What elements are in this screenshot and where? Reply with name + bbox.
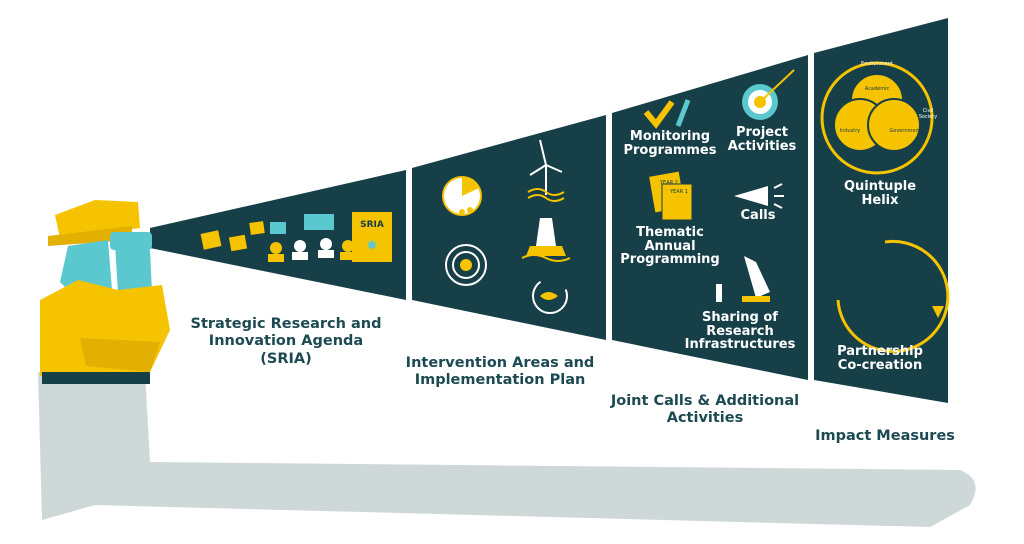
megaphone-icon (734, 183, 784, 209)
monitoring-programmes-label: Monitoring Programmes (623, 129, 717, 158)
sria-book-label: SRIA (360, 220, 384, 230)
helix-civil-label: Civil (923, 108, 934, 114)
thematic-programming-label: Thematic Annual Programming (620, 225, 720, 268)
helix-society-label: Society (919, 114, 937, 120)
intervention-icons (442, 139, 571, 314)
quintuple-helix-label: Quintuple Helix (843, 179, 917, 208)
helix-academic-label: Academic (865, 86, 890, 92)
project-activities-label: Project Activities (727, 125, 797, 154)
panel-sria-bg (150, 170, 406, 300)
calls-label: Calls (740, 208, 776, 223)
joint-calls-caption: Joint Calls & Additional Activities (610, 393, 800, 427)
panel-intervention-bg (412, 115, 606, 340)
impact-caption: Impact Measures (815, 428, 955, 444)
pencil-icon (675, 99, 691, 127)
sria-icons: SRIA ✸ (200, 212, 392, 262)
sonar-target-icon (445, 244, 487, 286)
partnership-cocreation-label: Partnership Co-creation (837, 344, 923, 373)
helix-outer-ring (820, 61, 934, 175)
target-icon (742, 69, 795, 120)
sria-book-icon (352, 212, 392, 262)
wind-turbine-icon (527, 139, 565, 202)
microscope-icon (716, 256, 770, 302)
fish-recycle-icon (532, 278, 568, 314)
cocreation-cycle-icon (836, 239, 950, 353)
ground-shadow (38, 372, 976, 527)
helix-industry-label: Industry (840, 128, 861, 134)
joint-calls-icons: YEAR 2 YEAR 1 (643, 69, 795, 302)
year2-label: YEAR 2 (659, 180, 678, 186)
svg-text:✸: ✸ (366, 238, 378, 254)
checkmark-icon (643, 100, 675, 129)
sria-caption: Strategic Research and Innovation Agenda… (190, 316, 382, 367)
sharing-infrastructures-label: Sharing of Research Infrastructures (684, 310, 796, 353)
helix-government-label: Government (889, 128, 920, 134)
buoy-icon (521, 218, 571, 262)
helix-environment-label: Environment (861, 61, 893, 67)
year1-label: YEAR 1 (669, 189, 688, 195)
year-documents-icon: YEAR 2 YEAR 1 (649, 171, 693, 221)
impact-icons: Environment Academic Industry Government… (820, 61, 950, 353)
intervention-caption: Intervention Areas and Implementation Pl… (405, 355, 595, 389)
observer-figure-icon (40, 200, 170, 384)
